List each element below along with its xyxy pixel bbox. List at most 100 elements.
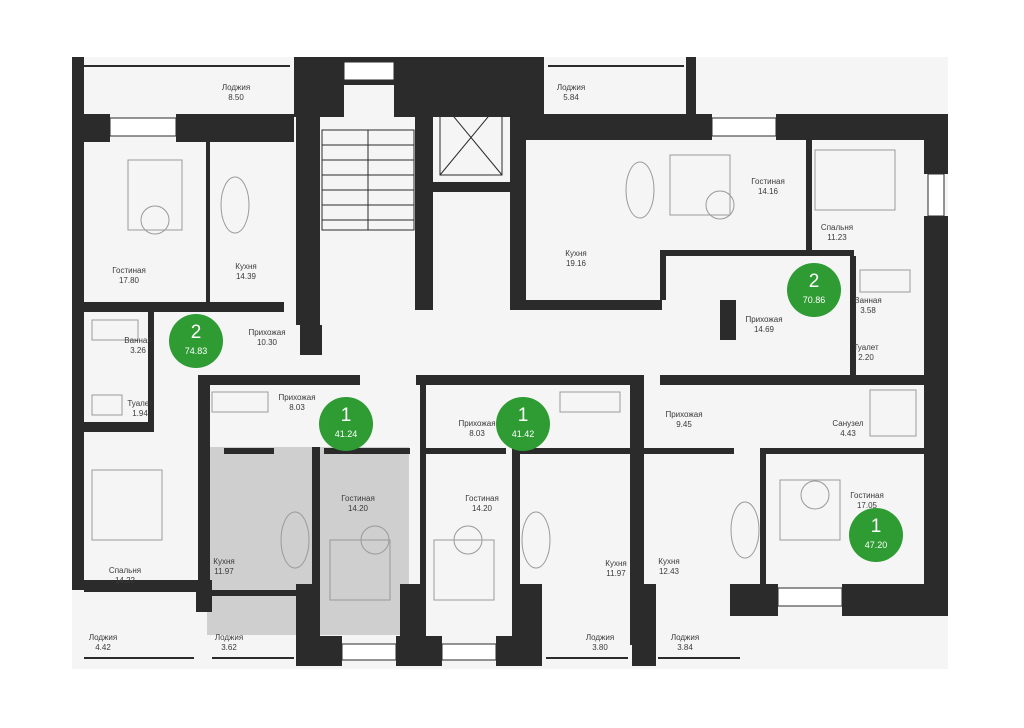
room-area: 3.84 (677, 643, 693, 652)
room-name: Лоджия (556, 83, 586, 92)
room-name: Прихожая (665, 410, 703, 419)
room-name: Гостиная (341, 494, 375, 503)
room-name: Туалет (853, 343, 879, 352)
room-name: Кухня (565, 249, 587, 258)
apartment-area: 74.83 (184, 346, 208, 356)
room-name: Кухня (658, 557, 680, 566)
room-area: 3.58 (860, 306, 876, 315)
room-name: Прихожая (458, 419, 496, 428)
room-area: 8.50 (228, 93, 244, 102)
room-name: Гостиная (112, 266, 146, 275)
room-name: Санузел (832, 419, 864, 428)
room-area: 1.94 (132, 409, 148, 418)
room-name: Прихожая (745, 315, 783, 324)
room-area: 11.23 (827, 233, 847, 242)
room-name: Лоджия (214, 633, 244, 642)
windows (109, 61, 945, 661)
room-name: Кухня (605, 559, 627, 568)
apartment-area: 70.86 (802, 295, 826, 305)
furniture (91, 149, 917, 601)
room-area: 4.42 (95, 643, 111, 652)
room-area: 14.69 (753, 325, 775, 334)
room-area: 14.39 (235, 272, 257, 281)
room-name: Ванная (854, 296, 882, 305)
room-name: Прихожая (248, 328, 286, 337)
room-area: 11.97 (214, 567, 234, 576)
room-area: 3.80 (592, 643, 608, 652)
elevator-shaft (439, 99, 503, 176)
room-area: 3.62 (221, 643, 237, 652)
room-name: Гостиная (850, 491, 884, 500)
exterior-walls (72, 57, 948, 666)
room-area: 3.26 (130, 346, 146, 355)
room-area: 14.16 (757, 187, 779, 196)
stairwell (321, 129, 415, 231)
apartment-room-count: 1 (870, 516, 882, 537)
apartment-area: 41.24 (334, 429, 358, 439)
apartment-room-count: 1 (517, 405, 529, 426)
room-area: 9.45 (676, 420, 692, 429)
room-area: 8.03 (469, 429, 485, 438)
apartment-area: 47.20 (864, 540, 888, 550)
room-name: Лоджия (585, 633, 615, 642)
room-area: 10.30 (256, 338, 278, 347)
room-area: 17.80 (118, 276, 140, 285)
room-name: Кухня (235, 262, 257, 271)
apartment-area: 41.42 (511, 429, 535, 439)
room-area: 8.03 (289, 403, 305, 412)
apartment-room-count: 2 (190, 322, 202, 343)
apartment-room-count: 2 (808, 271, 820, 292)
interior-walls (84, 85, 924, 645)
apartment-room-count: 1 (340, 405, 352, 426)
room-name: Прихожая (278, 393, 316, 402)
room-name: Ванная (124, 336, 152, 345)
room-name: Лоджия (670, 633, 700, 642)
room-area: 4.43 (840, 429, 856, 438)
loggia-railings (84, 65, 740, 659)
room-name: Лоджия (221, 83, 251, 92)
room-area: 19.16 (565, 259, 587, 268)
room-name: Спальня (108, 566, 142, 575)
room-area: 12.43 (658, 567, 680, 576)
room-area: 14.22 (114, 576, 136, 585)
room-name: Лоджия (88, 633, 118, 642)
room-area: 14.20 (347, 504, 369, 513)
room-area: 17.05 (856, 501, 878, 510)
room-name: Спальня (820, 223, 854, 232)
room-name: Гостиная (751, 177, 785, 186)
room-name: Кухня (213, 557, 235, 566)
